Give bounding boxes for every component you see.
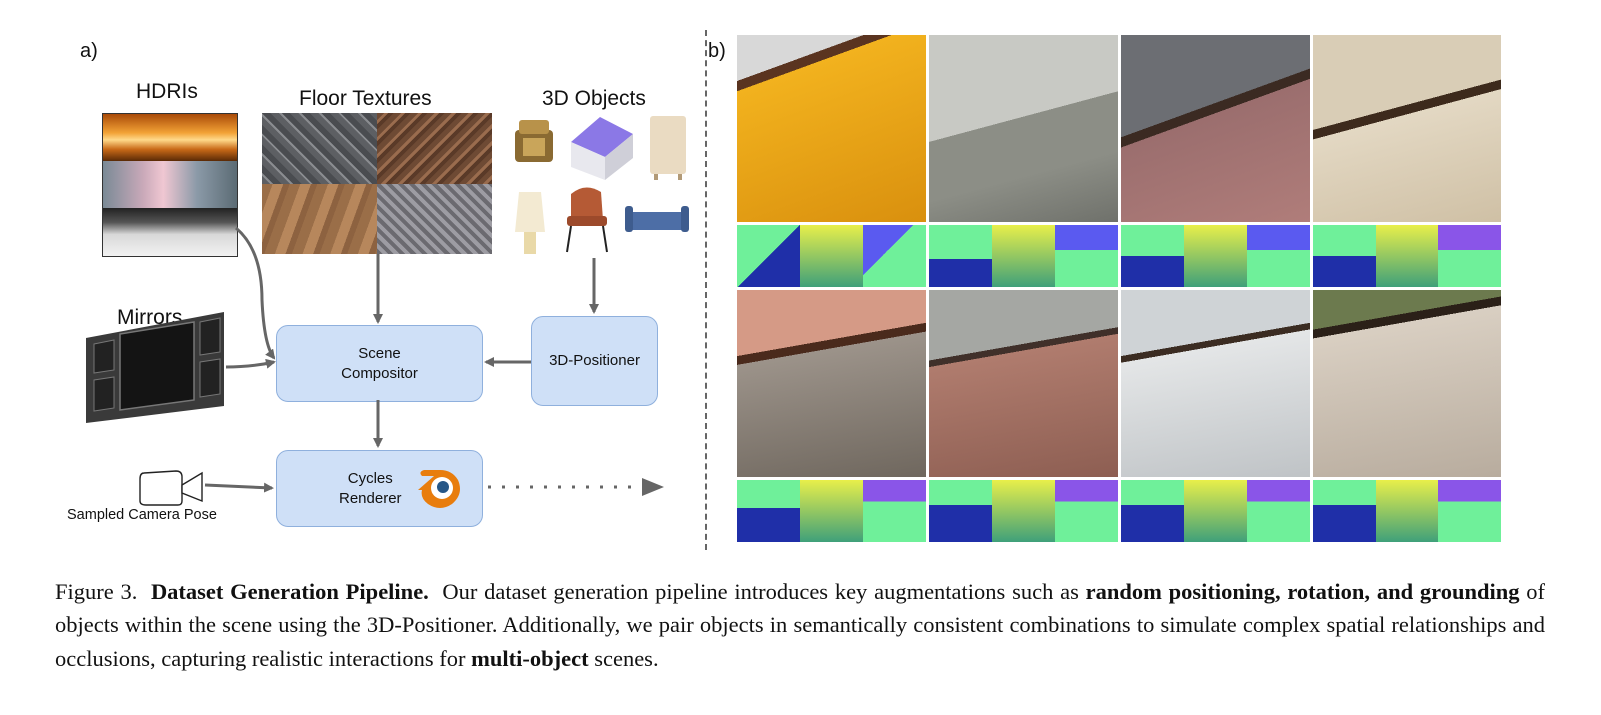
floor-textures-title: Floor Textures xyxy=(299,87,432,110)
hdri-image-2 xyxy=(103,161,237,208)
render-photo-8 xyxy=(1313,290,1501,477)
caption-text-2: of objects within the scene using the 3D… xyxy=(55,579,1546,671)
caption-title: Dataset Generation Pipeline. xyxy=(150,579,429,604)
floor-texture-3 xyxy=(262,183,377,254)
render-photo-3 xyxy=(1121,35,1310,222)
floor-textures-grid xyxy=(262,113,492,254)
mask-strip-3 xyxy=(1121,225,1310,287)
render-photo-2 xyxy=(929,35,1118,222)
bench-object xyxy=(625,206,689,232)
hdris-title: HDRIs xyxy=(136,80,198,103)
caption-bold-2: multi-object xyxy=(471,645,589,671)
arrow-mirrors-to-compositor xyxy=(225,358,276,369)
3d-positioner-label: 3D-Positioner xyxy=(549,352,640,370)
scene-compositor-label: Scene Compositor xyxy=(341,345,418,382)
rendered-examples-grid xyxy=(737,35,1502,542)
caption-bold-1: random positioning, rotation, and ground… xyxy=(1085,579,1520,604)
3d-objects-svg xyxy=(515,116,689,254)
3d-positioner-box: 3D-Positioner xyxy=(531,316,658,406)
caption-text-3: scenes. xyxy=(594,645,659,671)
floor-texture-4 xyxy=(377,183,492,254)
treasure-chest-object xyxy=(515,120,553,162)
mask-strip-2 xyxy=(929,225,1118,287)
3d-objects-title: 3D Objects xyxy=(542,87,646,110)
sampled-camera-pose-label: Sampled Camera Pose xyxy=(67,507,217,523)
render-photo-6 xyxy=(929,290,1118,477)
hdri-stack xyxy=(102,113,238,257)
cabinet-object xyxy=(650,116,686,180)
armchair-object xyxy=(566,187,608,253)
mask-strip-8 xyxy=(1313,480,1502,542)
arrow-hdri-to-compositor xyxy=(235,226,276,360)
render-photo-5 xyxy=(737,290,926,477)
camera-icon xyxy=(139,470,203,506)
figure-caption: Figure 3. Dataset Generation Pipeline. O… xyxy=(55,575,1545,675)
mask-strip-6 xyxy=(929,480,1118,542)
mask-strip-4 xyxy=(1313,225,1502,287)
mirror-icon xyxy=(86,312,224,423)
mask-strip-5 xyxy=(737,480,926,542)
mask-strip-1 xyxy=(737,225,926,287)
figure-number: Figure 3. xyxy=(55,579,138,604)
pipeline-arrows xyxy=(204,226,664,496)
house-object xyxy=(571,117,633,180)
floor-texture-1 xyxy=(262,113,377,184)
cycles-renderer-label: Cycles Renderer xyxy=(339,470,402,507)
blender-logo-icon xyxy=(418,470,460,508)
hdri-image-1 xyxy=(103,114,237,161)
arrow-camera-to-renderer xyxy=(204,482,274,493)
hdri-image-3 xyxy=(103,208,237,256)
lamp-object xyxy=(515,192,545,254)
panel-b-label: b) xyxy=(708,40,726,62)
panel-a-label: a) xyxy=(80,40,98,62)
scene-compositor-box: Scene Compositor xyxy=(276,325,483,402)
render-photo-7 xyxy=(1121,290,1310,477)
caption-text-1: Our dataset generation pipeline introduc… xyxy=(442,579,1079,604)
panel-divider xyxy=(705,30,707,550)
render-photo-1 xyxy=(737,35,926,222)
3d-objects-collection xyxy=(505,112,700,262)
mask-strip-7 xyxy=(1121,480,1310,542)
render-photo-4 xyxy=(1313,35,1501,222)
floor-texture-2 xyxy=(377,113,492,184)
